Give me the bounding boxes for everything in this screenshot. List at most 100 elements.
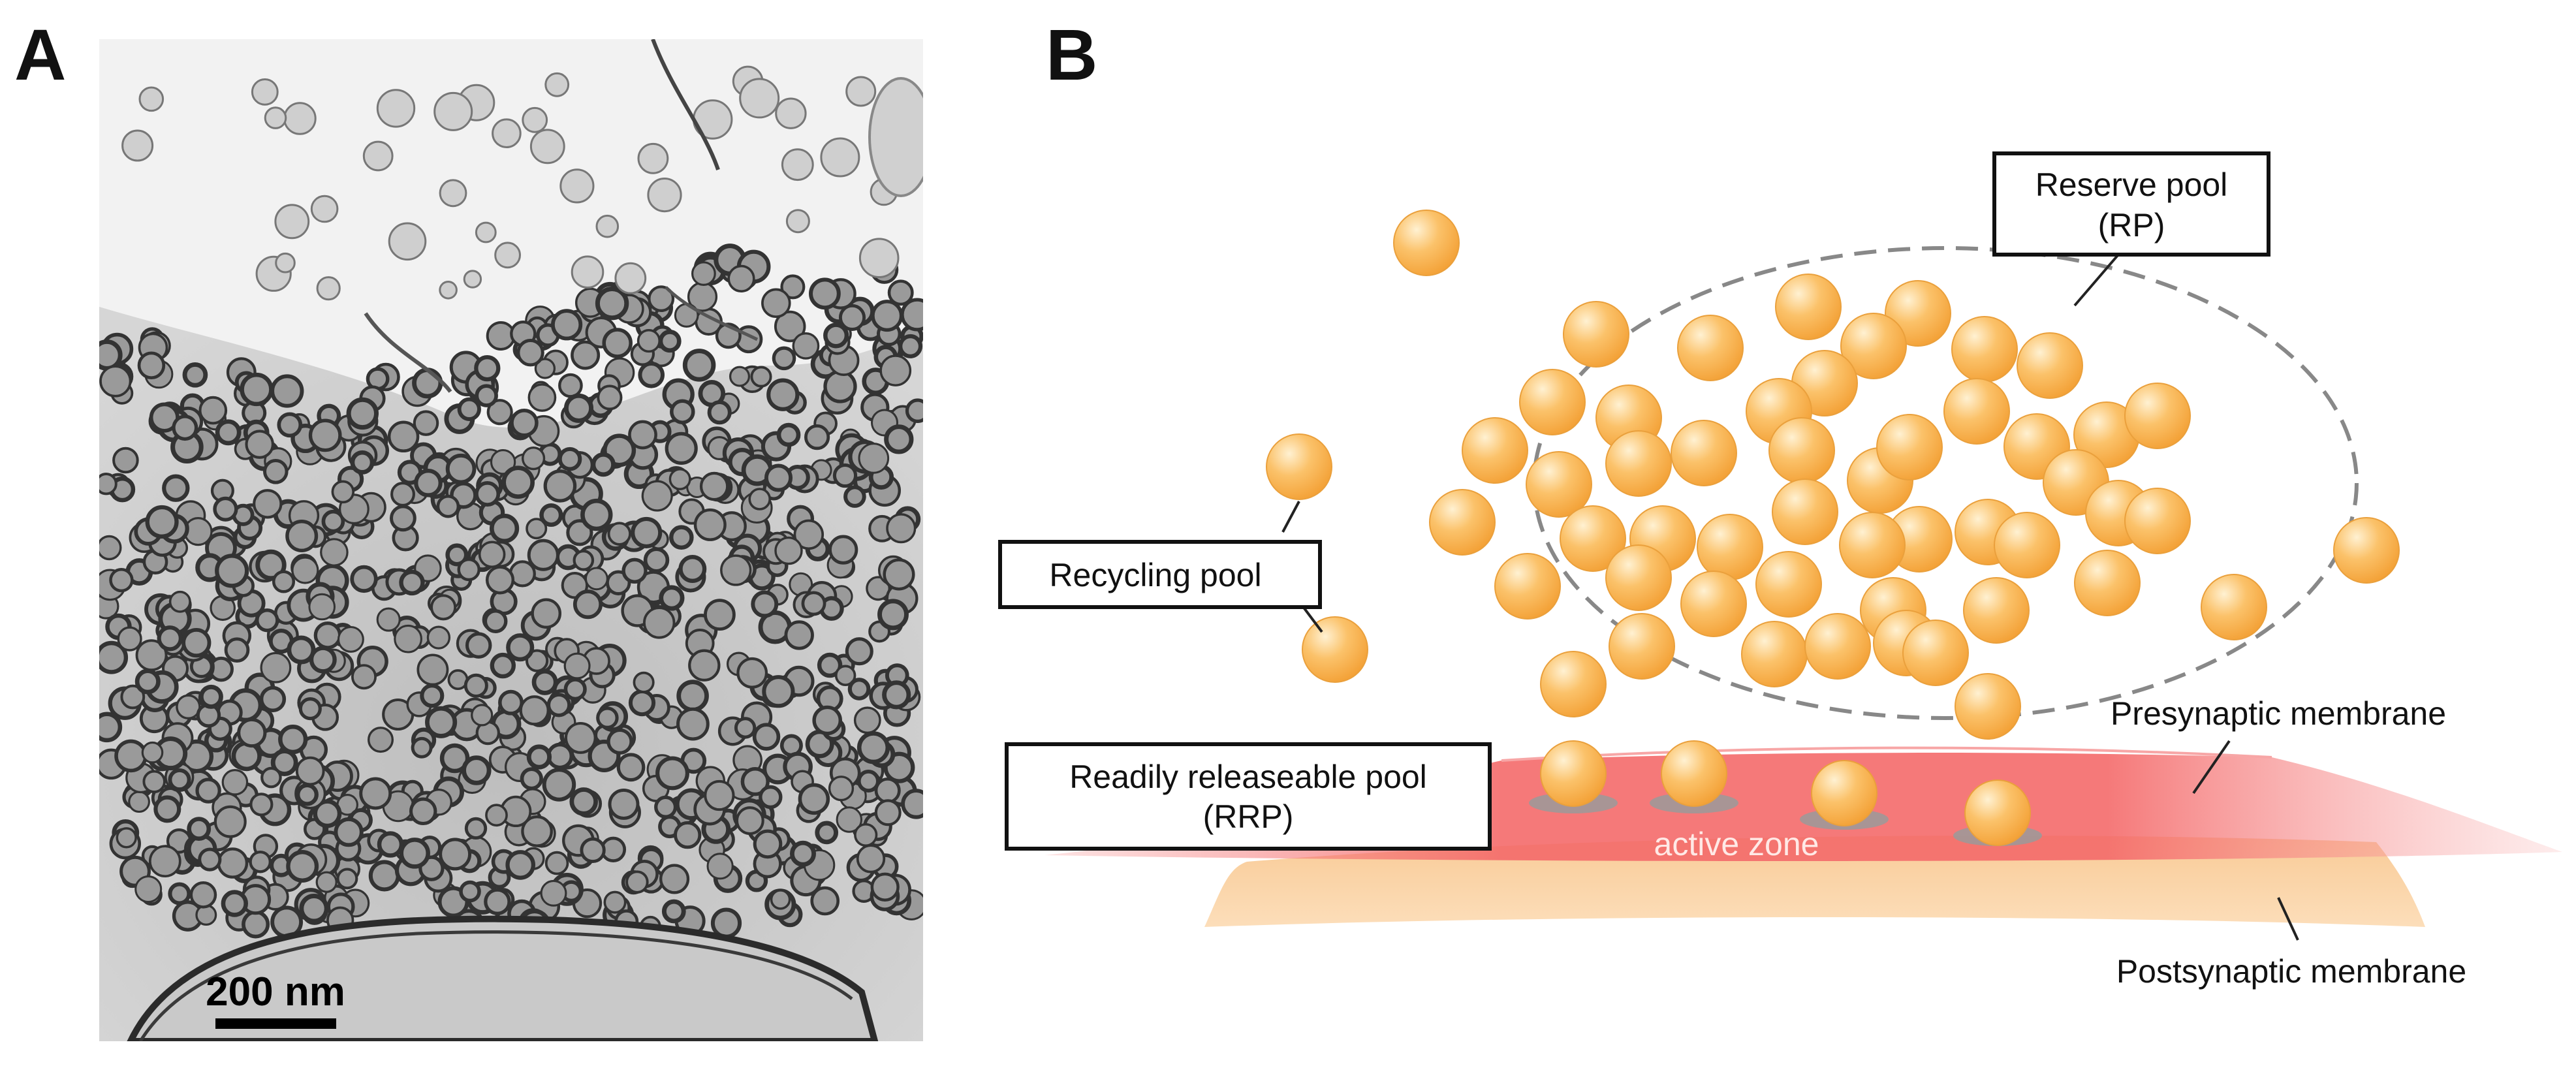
micrograph-vesicle: [905, 398, 923, 423]
micrograph-vesicle: [606, 728, 633, 755]
vesicle: [1964, 779, 2031, 846]
micrograph-vesicle: [838, 304, 866, 331]
micrograph-vesicle: [263, 459, 289, 484]
micrograph-vesicle: [506, 633, 535, 662]
micrograph-vesicle: [181, 627, 212, 658]
micrograph-debris: [820, 137, 860, 178]
micrograph-vesicle: [596, 706, 619, 729]
micrograph-vesicle: [331, 480, 355, 504]
micrograph-vesicle: [521, 446, 546, 471]
micrograph-vesicle: [350, 565, 378, 593]
micrograph-vesicle: [137, 351, 166, 380]
micrograph-vesicle: [295, 756, 325, 786]
micrograph-vesicle: [580, 498, 613, 531]
rrp-label-line1: Readily releaseable pool: [1069, 759, 1427, 795]
micrograph-vesicle: [858, 443, 890, 474]
micrograph-vesicle: [394, 624, 422, 653]
micrograph-vesicle: [350, 450, 375, 475]
micrograph-vesicle: [706, 853, 734, 880]
micrograph-debris: [775, 97, 807, 129]
vesicle: [1943, 378, 2010, 445]
micrograph-vesicle: [834, 665, 856, 687]
micrograph-vesicles: [99, 65, 923, 942]
micrograph-vesicle: [501, 465, 535, 499]
micrograph-debris: [595, 214, 620, 238]
micrograph-debris: [463, 270, 482, 289]
micrograph-debris: [492, 118, 522, 148]
micrograph-vesicle: [142, 770, 166, 794]
micrograph-vesicle: [489, 513, 520, 544]
micrograph-vesicle: [309, 646, 337, 674]
micrograph-vesicle: [886, 513, 917, 544]
micrograph-vesicle: [762, 675, 795, 708]
micrograph-vesicle: [661, 899, 686, 924]
micrograph-vesicle: [425, 706, 458, 738]
micrograph-vesicle: [817, 652, 843, 678]
micrograph-vesicle: [465, 632, 492, 659]
micrograph-vesicle: [543, 469, 577, 503]
vesicle: [2333, 517, 2400, 584]
micrograph-vesicle: [750, 366, 772, 388]
micrograph-vesicle: [654, 795, 678, 819]
micrograph-vesicle: [109, 567, 134, 593]
micrograph-vesicle: [856, 731, 890, 764]
micrograph-vesicle: [526, 518, 548, 540]
micrograph-vesicle: [426, 625, 451, 650]
micrograph-vesicle: [253, 489, 283, 519]
vesicle: [1772, 479, 1838, 545]
vesicle: [1902, 620, 1969, 686]
micrograph-debris: [275, 252, 296, 274]
micrograph-vesicle: [879, 354, 912, 386]
micrograph-vesicle: [520, 767, 543, 791]
micrograph-vesicle: [801, 591, 826, 616]
micrograph-vesicle: [597, 385, 623, 411]
micrograph-debris: [647, 178, 682, 213]
vesicle: [1609, 613, 1675, 680]
micrograph-vesicle: [195, 777, 221, 804]
micrograph-vesicle: [134, 668, 161, 695]
micrograph-vesicle: [900, 298, 923, 332]
micrograph-vesicle: [471, 704, 494, 727]
micrograph-vesicle: [564, 721, 597, 754]
micrograph-vesicle: [836, 806, 863, 833]
vesicle: [1677, 315, 1744, 381]
micrograph-vesicle: [485, 565, 515, 595]
recycling-pool-label-group: Recycling pool: [998, 501, 1323, 633]
micrograph-vesicle: [856, 770, 880, 793]
micrograph-vesicle: [563, 393, 594, 423]
micrograph-vesicle: [260, 652, 292, 683]
micrograph-vesicle: [168, 768, 191, 792]
micrograph-vesicle: [571, 340, 601, 370]
micrograph-vesicle: [390, 505, 416, 532]
micrograph-vesicle: [707, 400, 732, 425]
micrograph-vesicle: [659, 585, 685, 611]
micrograph-vesicle: [195, 904, 217, 926]
micrograph-vesicle: [215, 419, 242, 446]
micrograph-vesicle: [134, 875, 163, 903]
vesicle: [2124, 383, 2191, 449]
rrp-label-line2: (RRP): [1203, 798, 1294, 835]
micrograph-vesicle: [505, 850, 536, 880]
micrograph-vesicle: [99, 712, 123, 743]
vesicle: [1429, 489, 1496, 556]
micrograph-vesicle: [526, 744, 552, 770]
postsynaptic-label-group: Postsynaptic membrane: [2116, 897, 2466, 990]
micrograph-vesicle: [99, 365, 132, 398]
vesicle: [2074, 550, 2141, 616]
micrograph-vesicle: [740, 767, 770, 796]
micrograph-vesicle: [217, 847, 249, 879]
panel-letter-a: A: [14, 15, 67, 95]
micrograph-vesicle: [856, 844, 886, 873]
micrograph-vesicle: [616, 753, 646, 782]
micrograph-vesicle: [539, 503, 563, 527]
micrograph-vesicle: [182, 362, 208, 388]
micrograph-vesicle: [550, 309, 583, 341]
micrograph-vesicle: [546, 742, 574, 770]
micrograph-debris: [845, 76, 877, 107]
micrograph-vesicle: [399, 838, 430, 869]
micrograph-vesicle: [566, 519, 593, 546]
micrograph-vesicle: [573, 589, 603, 620]
micrograph-vesicle: [753, 829, 783, 859]
micrograph-vesicle: [540, 879, 567, 907]
micrograph-vesicle: [720, 554, 752, 586]
